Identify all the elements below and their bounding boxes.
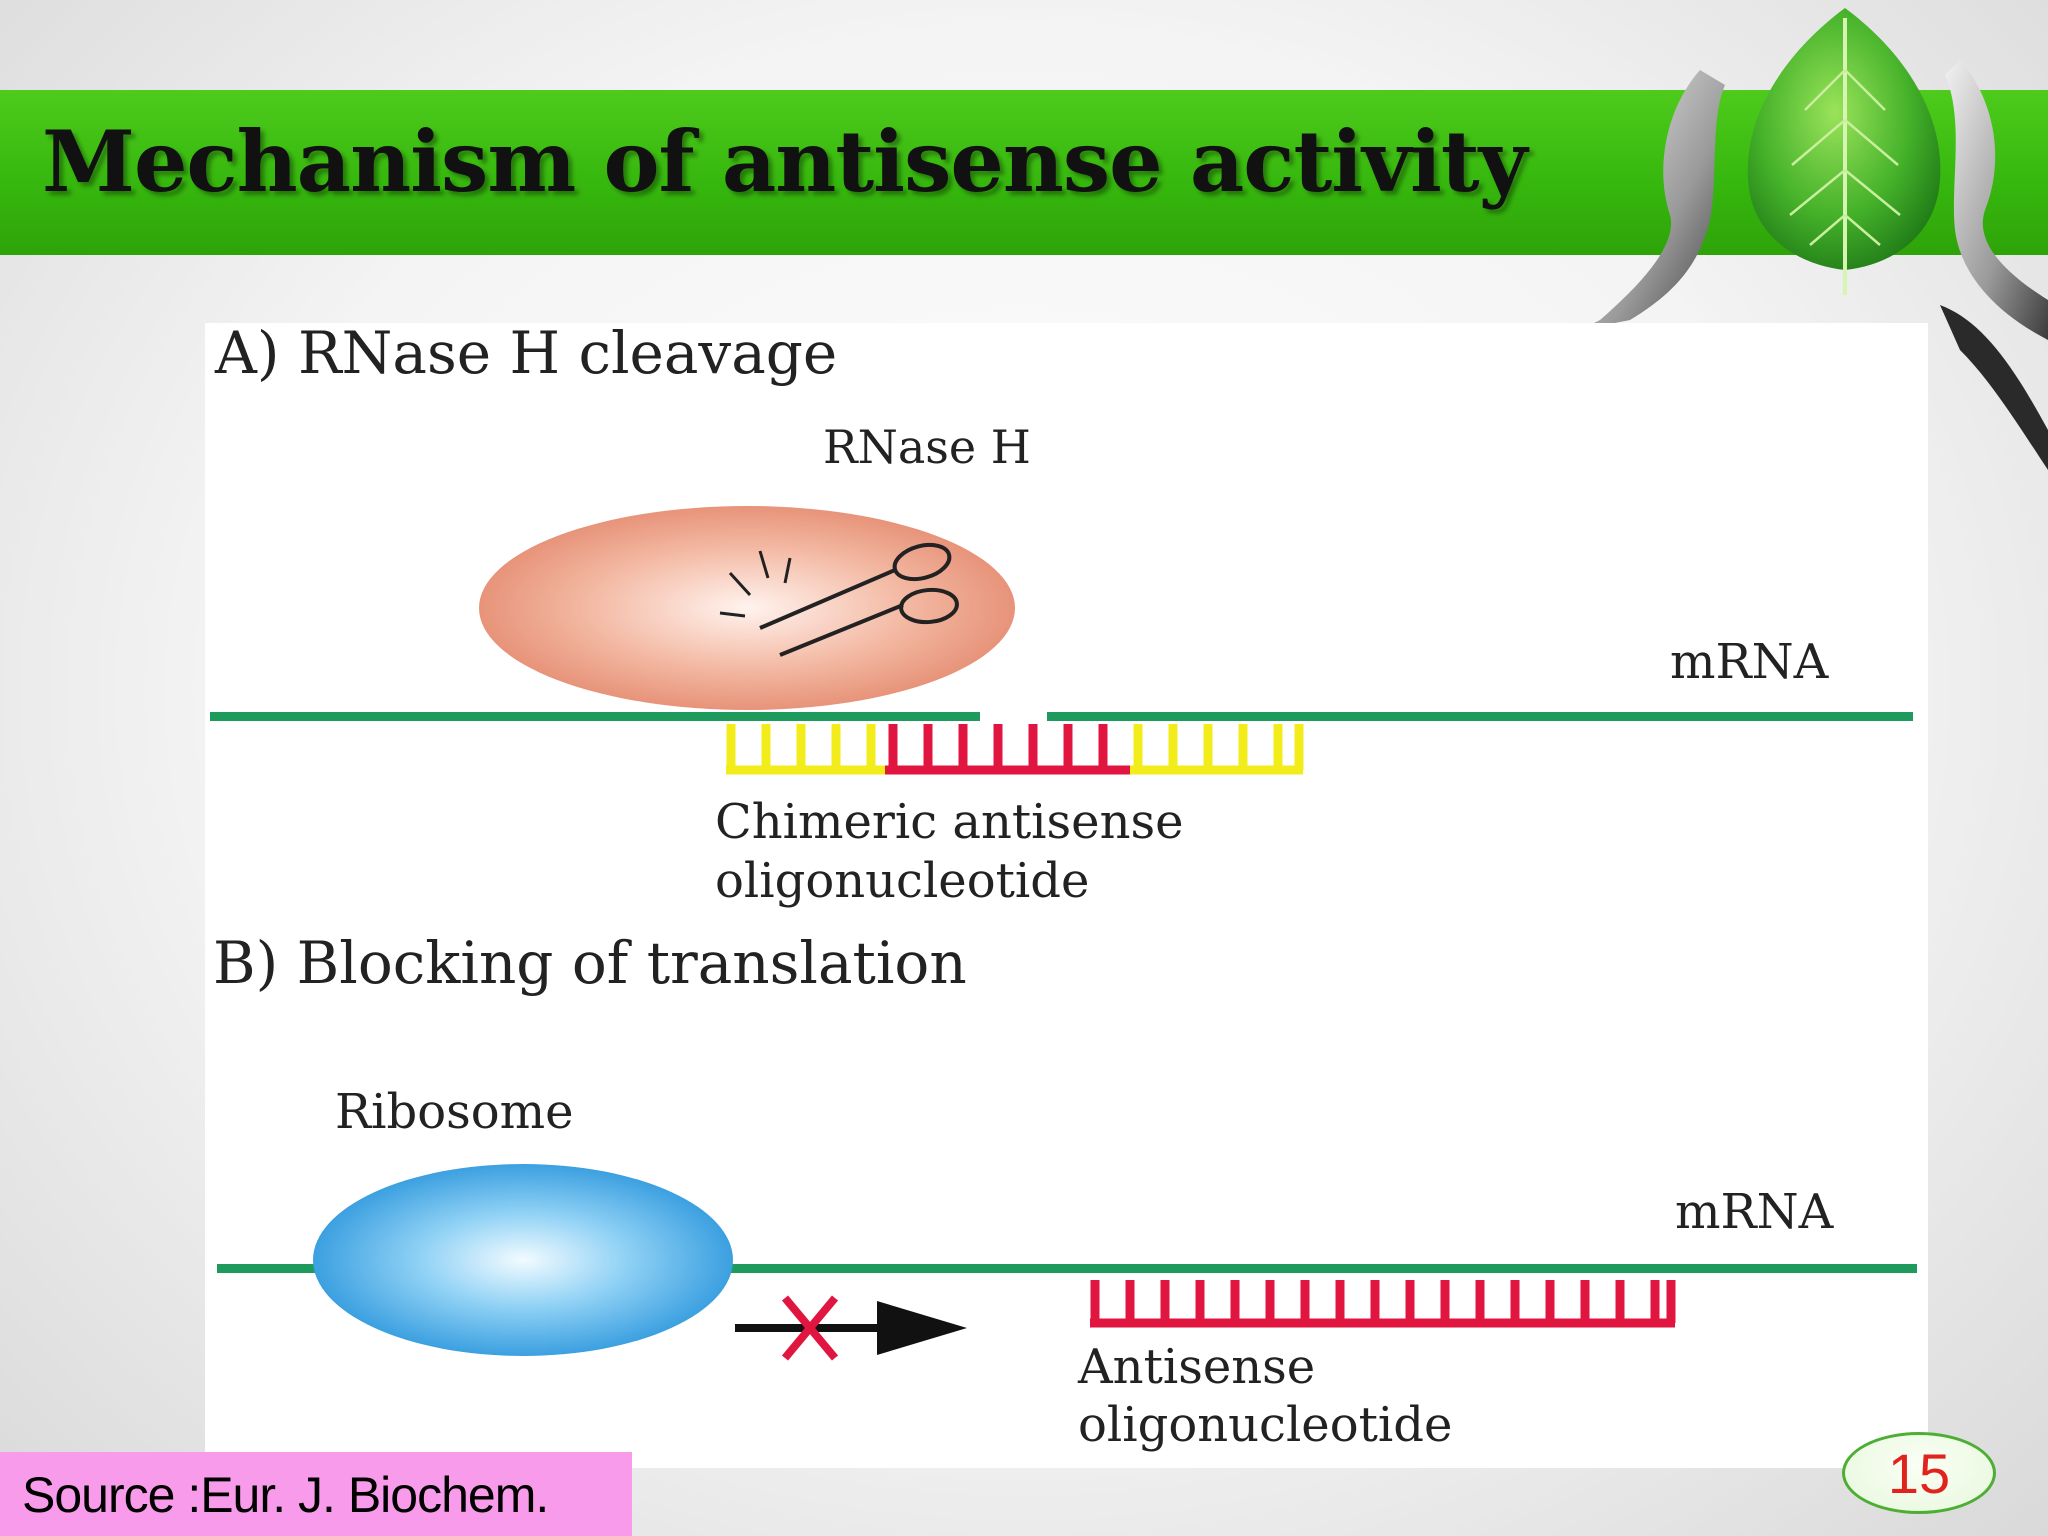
mrna-strand-a-right: [1047, 712, 1913, 721]
source-citation: Source :Eur. J. Biochem.: [22, 1467, 549, 1523]
panel-a-mrna-label: mRNA: [1670, 634, 1830, 690]
hands-icon: [1580, 60, 2048, 470]
page-number-badge: 15: [1842, 1432, 1996, 1514]
antisense-oligonucleotide: [1090, 1280, 1676, 1328]
figure-panel: A) RNase H cleavage RNase H mRNA: [205, 323, 1928, 1468]
scissors-icon: [719, 542, 959, 657]
mrna-strand-a-left: [210, 712, 980, 721]
leaf-hands-decoration: [1580, 8, 2048, 470]
rnase-h-label: RNase H: [823, 420, 1031, 474]
source-box: [0, 1452, 632, 1536]
block-cross-icon: [781, 1295, 839, 1361]
antisense-mechanism-figure: A) RNase H cleavage RNase H mRNA: [210, 323, 1917, 1453]
chimeric-oligo-label-line2: oligonucleotide: [715, 853, 1089, 909]
panel-b-mrna-label: mRNA: [1675, 1184, 1835, 1240]
chimeric-oligonucleotide: [726, 724, 1304, 775]
rnase-h-enzyme: [479, 506, 1015, 710]
panel-b-heading: B) Blocking of translation: [213, 929, 967, 997]
slide-title: Mechanism of antisense activity: [42, 112, 1527, 211]
antisense-oligo-label-line2: oligonucleotide: [1078, 1397, 1452, 1453]
chimeric-oligo-label-line1: Chimeric antisense: [715, 794, 1184, 850]
mrna-strand-b: [217, 1264, 1917, 1273]
page-number: 15: [1887, 1441, 1951, 1505]
arrow-icon: [735, 1301, 967, 1355]
panel-a-heading: A) RNase H cleavage: [214, 323, 837, 387]
leaf-icon: [1747, 8, 1941, 295]
ribosome-label: Ribosome: [335, 1084, 574, 1140]
ribosome: [313, 1164, 733, 1356]
antisense-oligo-label-line1: Antisense: [1077, 1339, 1315, 1395]
